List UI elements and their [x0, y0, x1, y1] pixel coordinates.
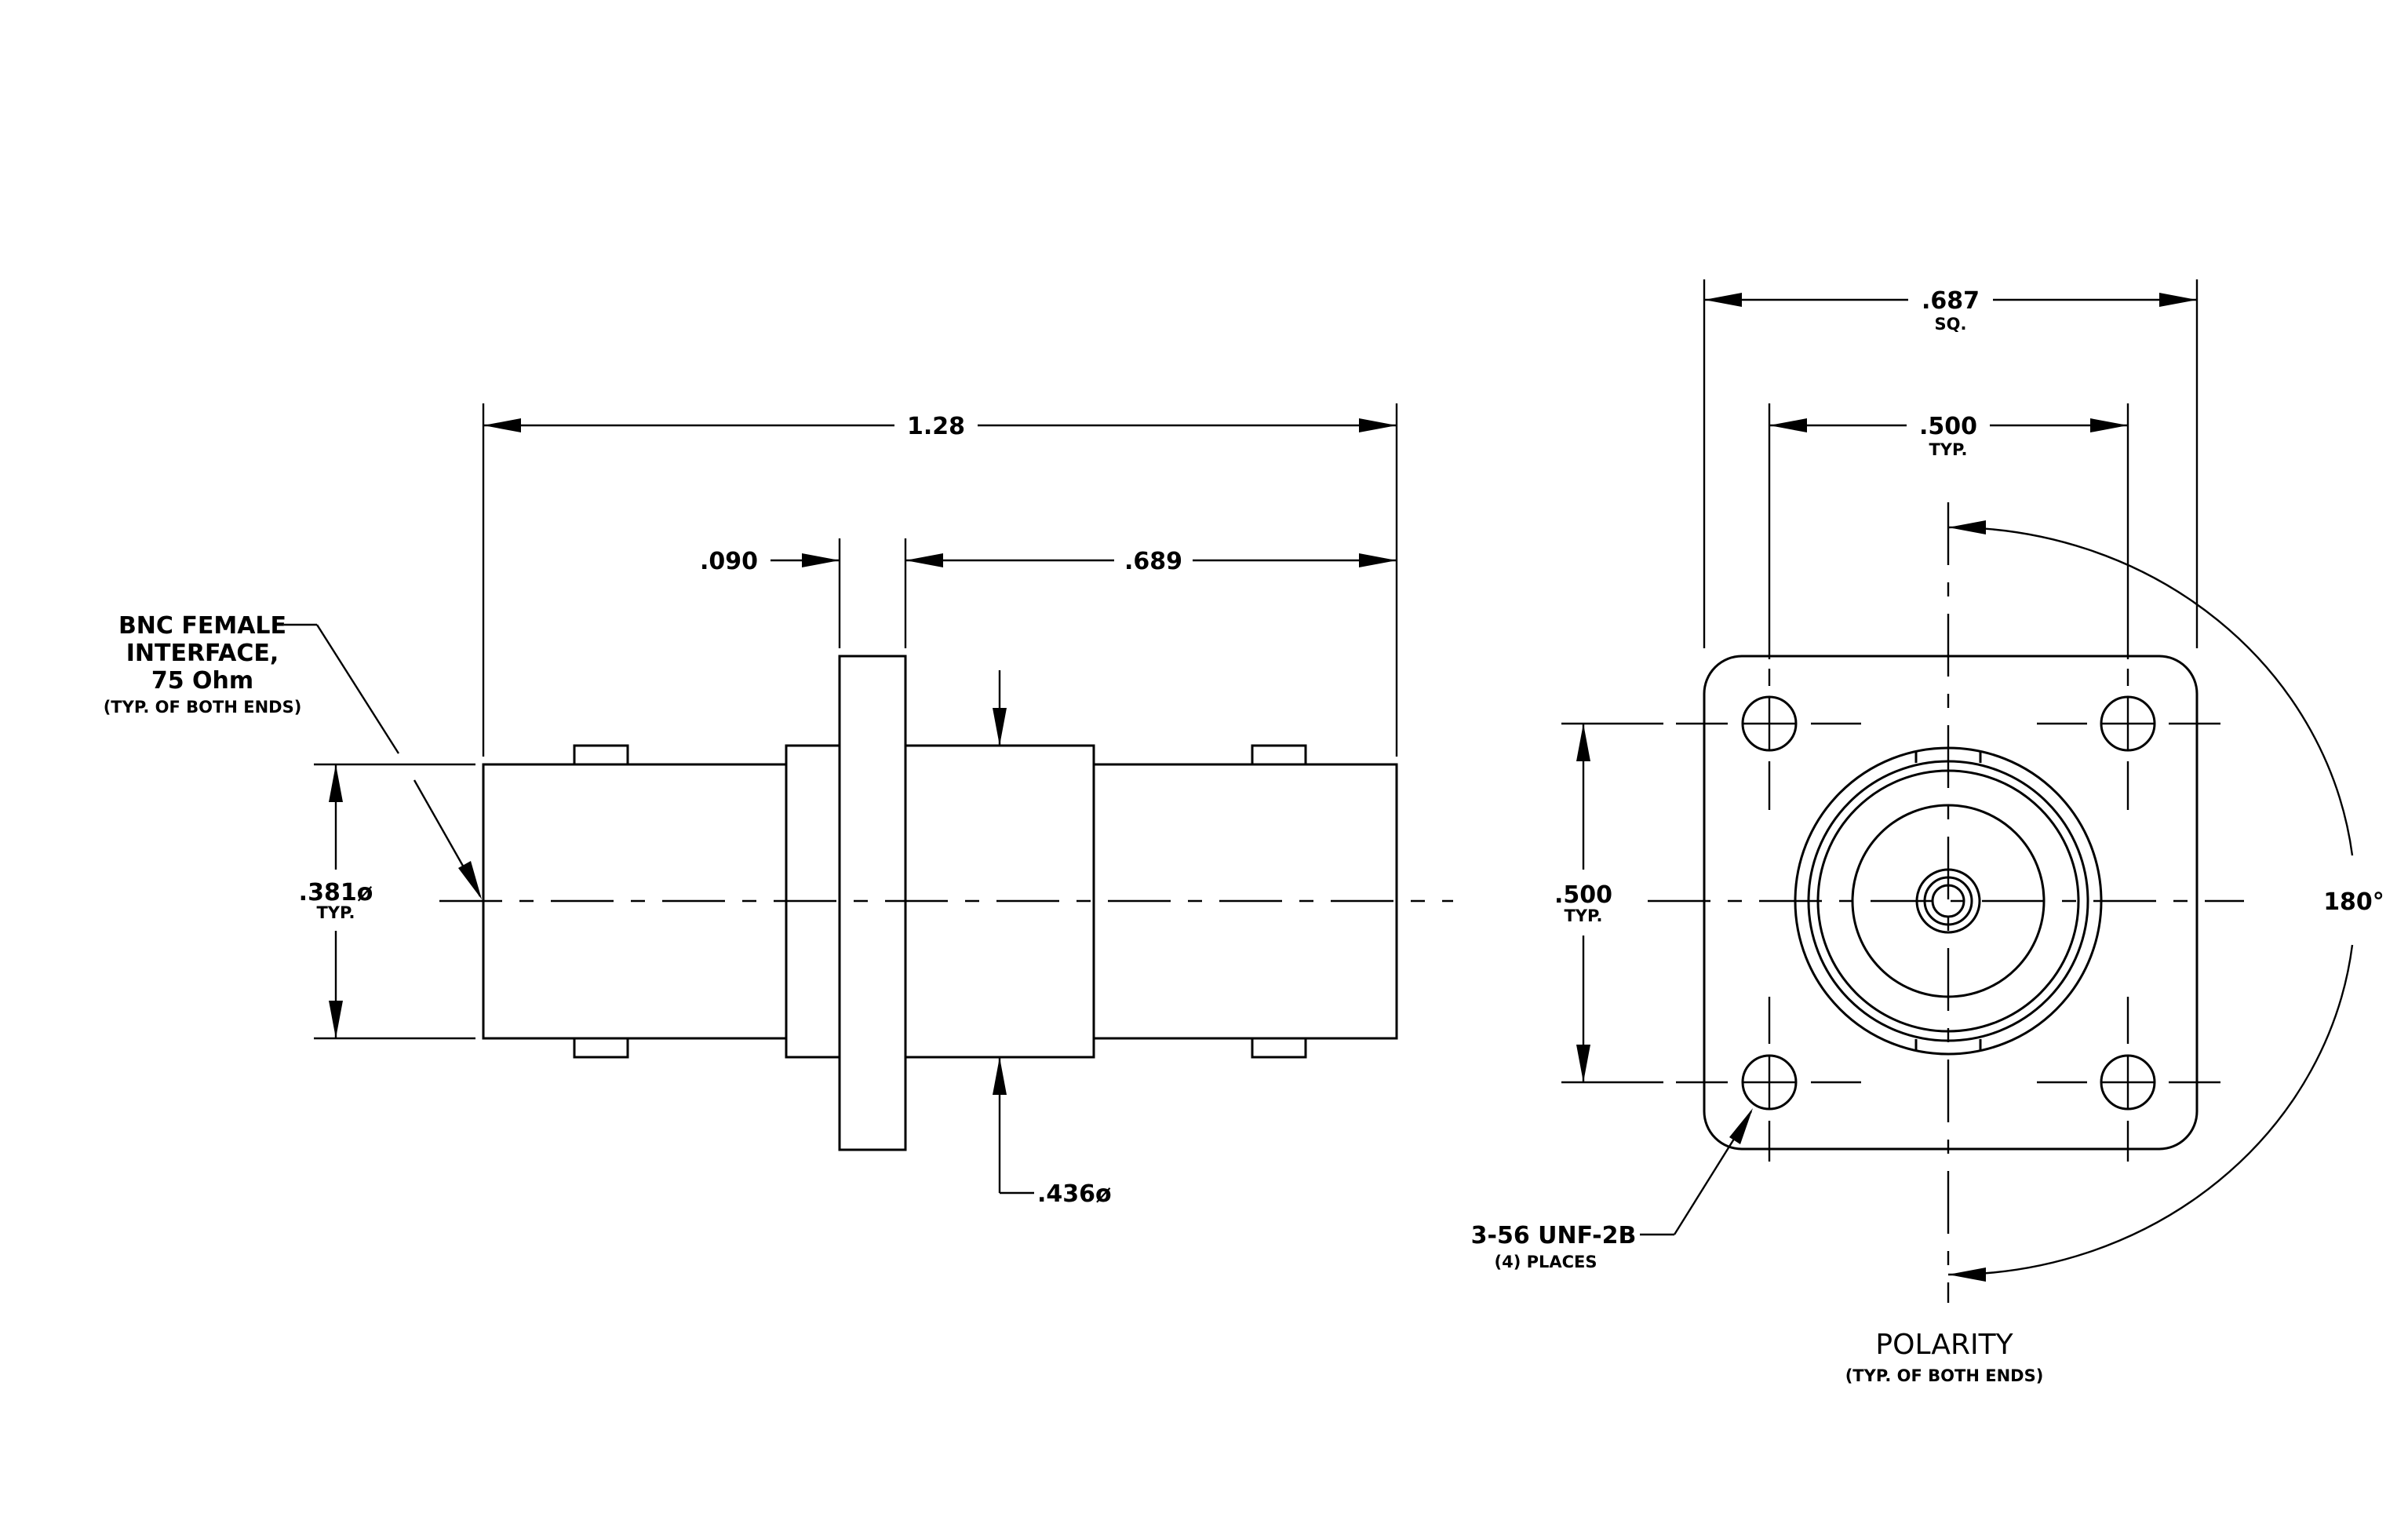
dim-bnc-diameter-note: TYP.	[316, 903, 355, 922]
dim-bnc-diameter: .381ø TYP.	[299, 764, 373, 1038]
interface-label-line2: INTERFACE,	[126, 640, 279, 667]
dim-hole-spacing-v-note: TYP.	[1564, 906, 1602, 925]
dim-bnc-diameter-text: .381ø	[299, 879, 373, 906]
dim-body-length: .689	[905, 548, 1397, 575]
polarity-title: POLARITY	[1875, 1329, 2013, 1361]
interface-label-note: (TYP. OF BOTH ENDS)	[104, 698, 302, 717]
mounting-hole-br	[2100, 1054, 2156, 1111]
flange	[838, 655, 907, 1151]
interface-label-line3: 75 Ohm	[151, 667, 253, 695]
side-view: 1.28 .090 .689 .381ø TYP.	[104, 403, 1453, 1208]
right-bayonet-pin-bottom	[1251, 1037, 1307, 1059]
dim-body-length-text: .689	[1124, 548, 1182, 575]
mounting-hole-tl	[1741, 695, 1798, 752]
end-view: .687 SQ. .500 TYP. .500 TYP. 180	[1471, 279, 2384, 1385]
left-bayonet-pin-bottom	[573, 1037, 629, 1059]
interface-callout: BNC FEMALE INTERFACE, 75 Ohm (TYP. OF BO…	[104, 612, 482, 899]
dim-hole-spacing-v: .500 TYP.	[1554, 724, 1612, 1082]
thread-callout-text: 3-56 UNF-2B	[1471, 1222, 1637, 1249]
dim-flange-square-note: SQ.	[1935, 315, 1967, 334]
dim-body-diameter-text: .436ø	[1037, 1180, 1112, 1208]
left-bayonet-pin-top	[573, 744, 629, 766]
dim-overall-length: 1.28	[483, 413, 1397, 440]
thread-callout: 3-56 UNF-2B (4) PLACES	[1471, 1108, 1753, 1271]
dim-body-diameter: .436ø	[993, 670, 1112, 1208]
dim-polarity-angle: 180°	[1947, 520, 2384, 1282]
right-bayonet-pin-top	[1251, 744, 1307, 766]
interface-label-line1: BNC FEMALE	[118, 612, 286, 640]
polarity-note: (TYP. OF BOTH ENDS)	[1845, 1366, 2044, 1385]
dim-hole-spacing-h: .500 TYP.	[1769, 413, 2128, 459]
dim-flange-square: .687 SQ.	[1704, 287, 2197, 334]
thread-callout-note: (4) PLACES	[1494, 1253, 1597, 1271]
mounting-hole-bl	[1741, 1054, 1798, 1111]
right-bnc-body	[1092, 763, 1398, 1040]
mounting-hole-tr	[2100, 695, 2156, 752]
flange-square	[1703, 655, 2199, 1151]
dim-flange-thickness-text: .090	[700, 548, 758, 575]
dim-hole-spacing-h-text: .500	[1919, 413, 1977, 440]
dim-hole-spacing-h-note: TYP.	[1929, 440, 1967, 459]
dim-flange-thickness: .090	[700, 548, 840, 575]
dim-overall-length-text: 1.28	[907, 413, 965, 440]
dim-flange-square-text: .687	[1922, 287, 1980, 315]
dim-hole-spacing-v-text: .500	[1554, 881, 1612, 909]
hole-center-marks	[1676, 669, 2220, 1162]
dim-polarity-angle-text: 180°	[2323, 888, 2384, 916]
